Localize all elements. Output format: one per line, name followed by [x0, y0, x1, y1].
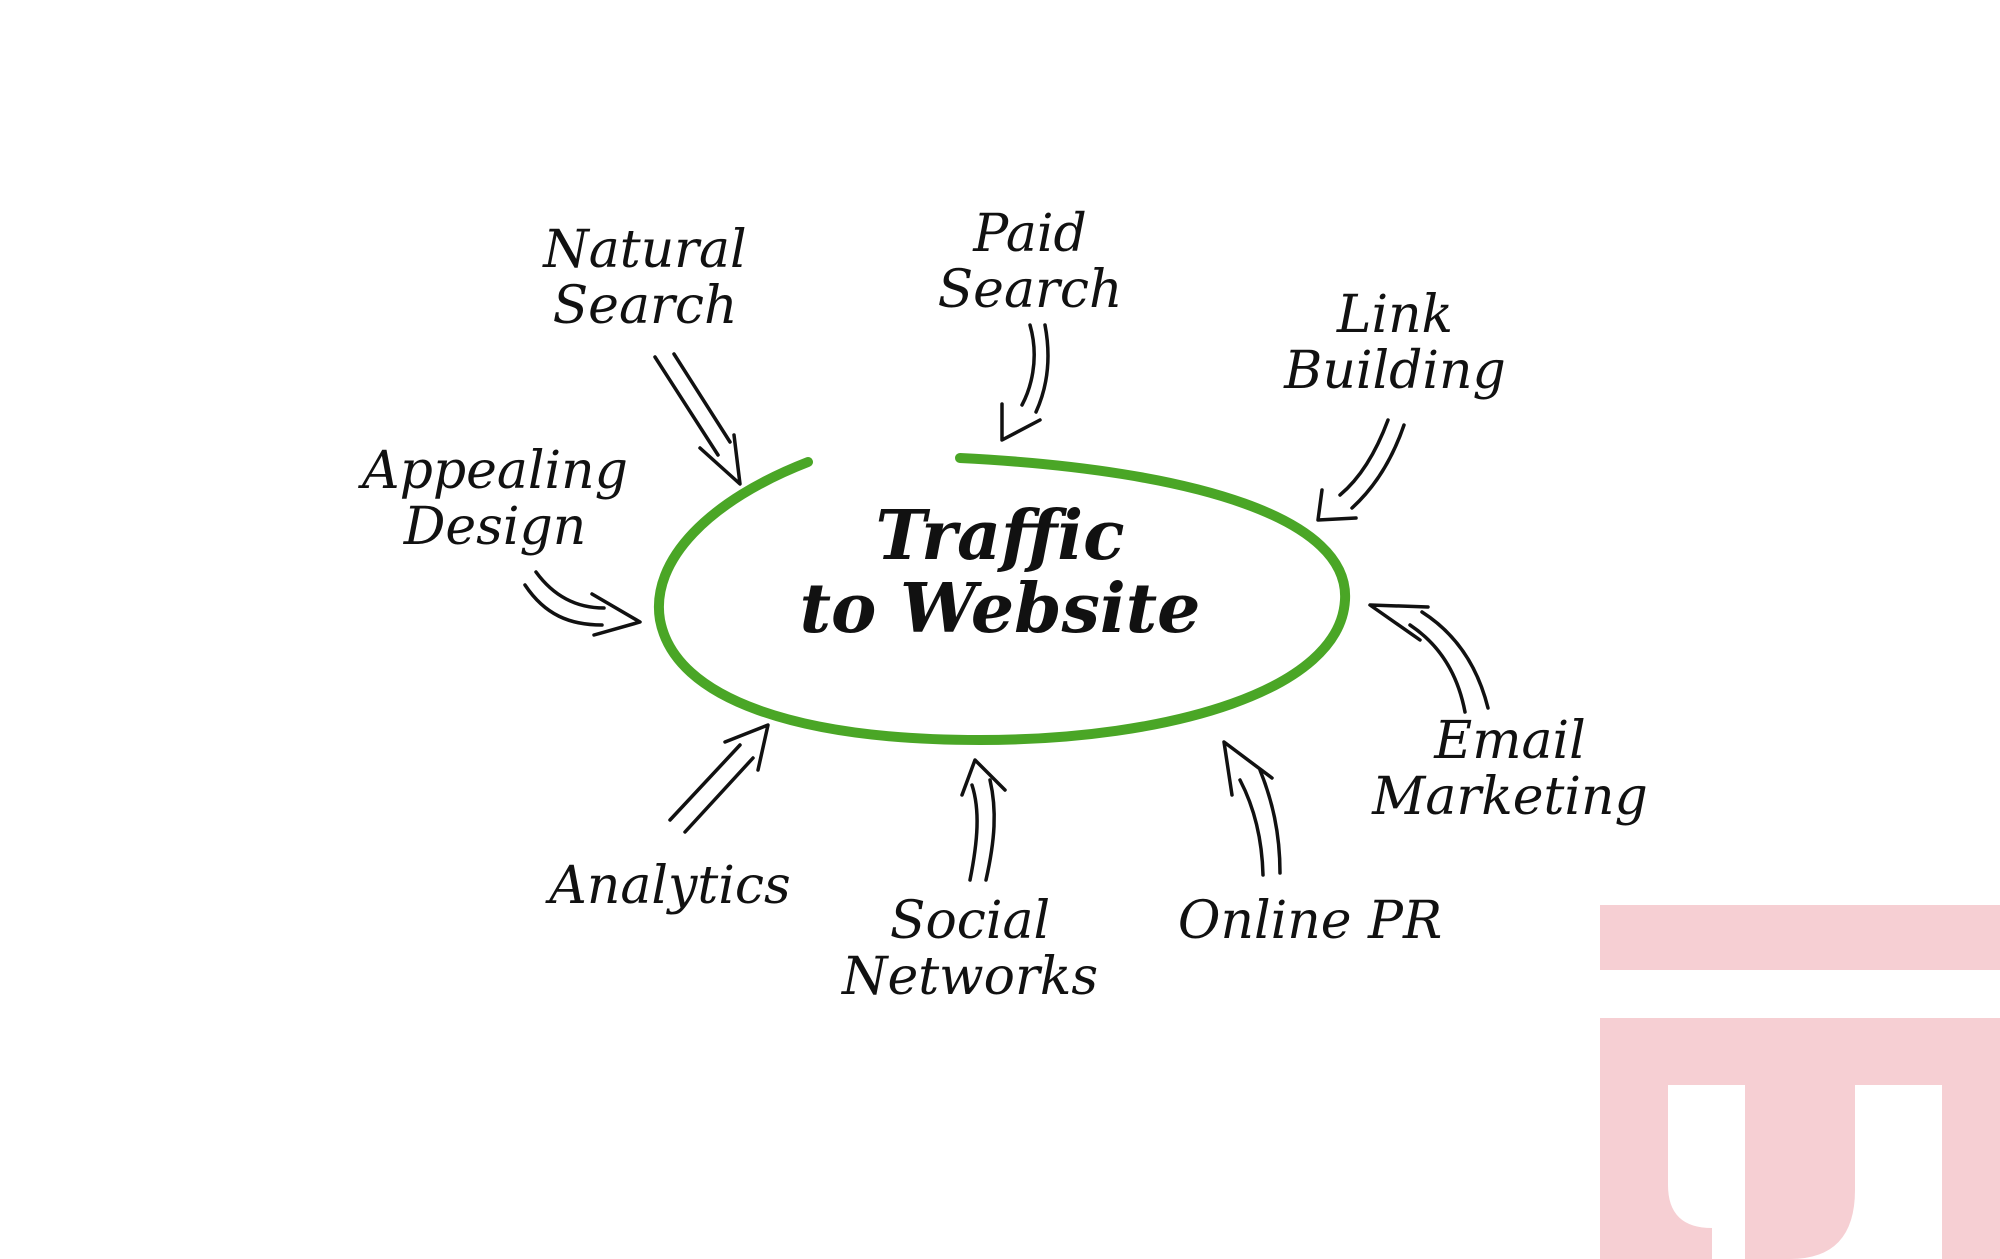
node-label-line: Search [937, 260, 1123, 321]
node-label-line: Networks [841, 947, 1099, 1008]
node-analytics: Analytics [520, 858, 820, 914]
arrow-natural-search [653, 352, 742, 486]
center-label-line: Traffic [875, 496, 1125, 576]
node-email-marketing: Email Marketing [1345, 713, 1675, 825]
node-label-line: Email [1434, 711, 1586, 771]
node-label-line: Natural [543, 220, 747, 280]
node-label-line: Appealing [362, 441, 628, 501]
node-label-line: Marketing [1372, 767, 1648, 828]
node-paid-search: Paid Search [900, 206, 1160, 318]
node-natural-search: Natural Search [500, 222, 790, 334]
node-online-pr: Online PR [1150, 893, 1470, 949]
node-label-line: Design [403, 497, 587, 558]
node-label-line: Analytics [549, 856, 791, 916]
node-label-line: Building [1284, 341, 1506, 402]
node-label-line: Online PR [1177, 891, 1443, 951]
arrow-analytics [668, 723, 770, 834]
node-label-line: Link [1336, 285, 1454, 345]
center-label-line: to Website [799, 569, 1201, 650]
arrow-appealing-design [523, 570, 642, 637]
arrow-social-networks [960, 758, 1007, 882]
arrow-email-marketing [1368, 603, 1490, 714]
arrow-paid-search [1000, 323, 1050, 442]
arrow-link-building [1316, 418, 1406, 522]
node-link-building: Link Building [1250, 287, 1540, 399]
node-label-line: Social [889, 891, 1051, 951]
node-social-networks: Social Networks [820, 893, 1120, 1005]
node-label-line: Paid [973, 204, 1087, 264]
center-label: Traffic to Website [760, 496, 1240, 650]
node-label-line: Search [552, 276, 738, 337]
center-ellipse [653, 453, 1351, 746]
arrow-online-pr [1222, 740, 1282, 877]
watermark-logo [1600, 905, 2000, 1259]
node-appealing-design: Appealing Design [325, 443, 665, 555]
